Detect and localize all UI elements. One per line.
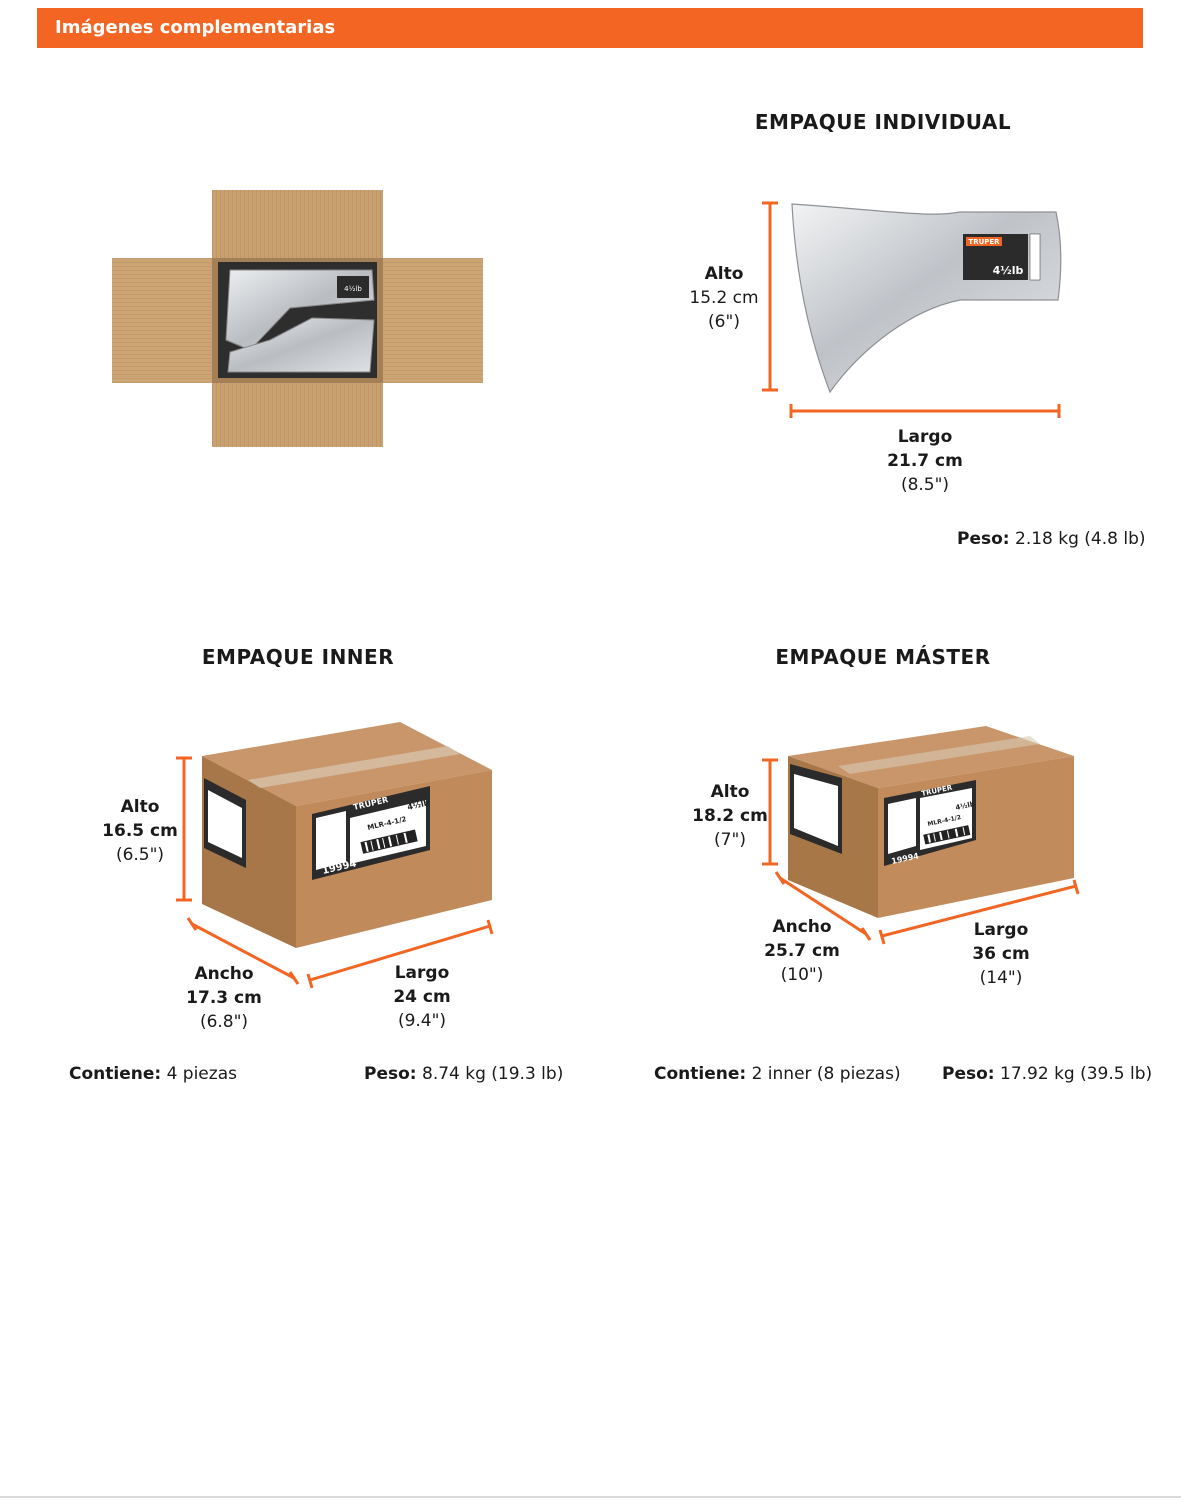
master-heading: EMPAQUE MÁSTER [775, 645, 991, 669]
individual-alto: Alto 15.2 cm (6") [684, 262, 764, 334]
inner-largo-metric: 24 cm [393, 987, 451, 1007]
master-ancho: Ancho 25.7 cm (10") [757, 915, 847, 987]
master-peso-value: 17.92 kg (39.5 lb) [1000, 1064, 1153, 1084]
inner-alto-metric: 16.5 cm [102, 821, 178, 841]
inner-alto-imperial: (6.5") [115, 845, 165, 865]
inner-largo-imperial: (9.4") [397, 1011, 447, 1031]
individual-largo-label: Largo [897, 427, 953, 447]
inner-contiene: Contiene: 4 piezas [69, 1064, 237, 1084]
inner-ancho-metric: 17.3 cm [186, 988, 262, 1008]
inner-alto: Alto 16.5 cm (6.5") [100, 795, 180, 867]
inner-largo: Largo 24 cm (9.4") [380, 961, 464, 1033]
master-largo-metric: 36 cm [972, 944, 1030, 964]
axe-label-brand: TRUPER [968, 238, 1000, 246]
section-title: Imágenes complementarias [55, 17, 336, 38]
open-box-with-axe-heads-image: 4½lb [112, 190, 483, 447]
master-ancho-label: Ancho [772, 917, 832, 937]
individual-peso-value: 2.18 kg (4.8 lb) [1015, 529, 1146, 549]
individual-largo-imperial: (8.5") [900, 475, 950, 495]
individual-heading: EMPAQUE INDIVIDUAL [754, 110, 1012, 134]
axe-head-image: TRUPER 4½lb [762, 201, 1062, 418]
master-alto: Alto 18.2 cm (7") [690, 780, 770, 852]
master-box-weight: 4½lb [955, 800, 976, 812]
page-bottom-divider [0, 1496, 1181, 1498]
individual-alto-metric: 15.2 cm [689, 288, 759, 308]
master-peso-label: Peso: [942, 1064, 995, 1084]
inner-ancho-label: Ancho [194, 964, 254, 984]
axe-label-weight: 4½lb [993, 264, 1024, 277]
individual-largo-metric: 21.7 cm [887, 451, 963, 471]
inner-contiene-label: Contiene: [69, 1064, 162, 1084]
inner-alto-label: Alto [120, 797, 160, 817]
master-contiene-label: Contiene: [654, 1064, 747, 1084]
master-largo-label: Largo [973, 920, 1029, 940]
master-alto-metric: 18.2 cm [692, 806, 768, 826]
master-largo: Largo 36 cm (14") [960, 918, 1042, 990]
inner-peso-label: Peso: [364, 1064, 417, 1084]
individual-largo: Largo 21.7 cm (8.5") [880, 425, 970, 497]
inner-contiene-value: 4 piezas [166, 1064, 237, 1084]
master-contiene-value: 2 inner (8 piezas) [751, 1064, 901, 1084]
master-alto-label: Alto [710, 782, 750, 802]
inner-peso: Peso: 8.74 kg (19.3 lb) [364, 1064, 563, 1084]
master-box-image: 19994 TRUPER 4½lb MLR-4-1/2 [762, 726, 1080, 945]
svg-text:4½lb: 4½lb [344, 285, 362, 293]
inner-largo-label: Largo [394, 963, 450, 983]
individual-alto-label: Alto [704, 264, 744, 284]
master-peso: Peso: 17.92 kg (39.5 lb) [942, 1064, 1152, 1084]
section-header-bar: Imágenes complementarias [37, 8, 1143, 48]
master-alto-imperial: (7") [714, 830, 746, 850]
inner-heading: EMPAQUE INNER [201, 645, 395, 669]
individual-peso-label: Peso: [957, 529, 1010, 549]
master-contiene: Contiene: 2 inner (8 piezas) [654, 1064, 901, 1084]
inner-box-weight: 4½lb [406, 797, 430, 812]
inner-box-image: 19994 TRUPER 4½lb MLR-4-1/2 [176, 722, 494, 989]
master-ancho-metric: 25.7 cm [764, 941, 840, 961]
master-ancho-imperial: (10") [780, 965, 824, 985]
inner-peso-value: 8.74 kg (19.3 lb) [422, 1064, 564, 1084]
inner-ancho: Ancho 17.3 cm (6.8") [180, 962, 268, 1034]
inner-ancho-imperial: (6.8") [199, 1012, 249, 1032]
master-largo-imperial: (14") [979, 968, 1023, 988]
individual-alto-imperial: (6") [708, 312, 740, 332]
individual-peso: Peso: 2.18 kg (4.8 lb) [957, 529, 1146, 549]
